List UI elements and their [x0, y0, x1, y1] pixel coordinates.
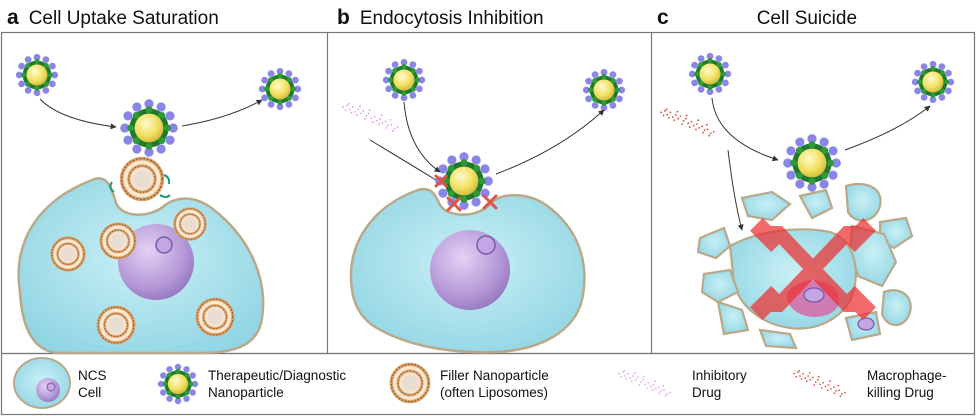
blocked-receptor-crosses-b [434, 174, 498, 212]
nanoparticle-c1 [688, 52, 732, 96]
legend-filler-line1: Filler Nanoparticle [440, 368, 549, 383]
panel-c-title-text: Cell Suicide [756, 8, 858, 29]
liposome-a1 [50, 236, 86, 272]
panel-a-letter: a [7, 6, 19, 29]
nanoparticle-b2 [435, 152, 493, 210]
macrophage-drug-cloud-c [660, 108, 715, 137]
legend-inhibitory-drug-icon [618, 370, 671, 398]
nanoparticle-c2 [783, 134, 841, 192]
arrow-a1 [39, 98, 117, 130]
liposome-a3 [173, 207, 207, 241]
panel-c-title: c Cell Suicide [657, 6, 857, 30]
liposome-a2 [99, 222, 137, 260]
panel-c-illustration [660, 52, 955, 350]
liposome-a5 [195, 297, 235, 337]
nucleus-fragment-c [857, 317, 875, 331]
panel-c-letter: c [657, 6, 669, 29]
legend-killing-drug-icon [793, 370, 846, 398]
legend-np-line2: Nanoparticle [208, 385, 284, 400]
panel-b-letter: b [337, 6, 350, 29]
nanoparticle-c3 [911, 60, 955, 104]
panel-b-title-text: Endocytosis Inhibition [359, 8, 544, 29]
liposome-docked-a [119, 156, 165, 202]
nucleolus-b [476, 235, 496, 255]
nucleus-b [430, 230, 510, 310]
arrow-c2 [844, 105, 931, 151]
panel-a-illustration [15, 53, 302, 355]
legend-macrophage-line1: Macrophage- [867, 368, 947, 383]
arrow-a2 [181, 99, 263, 127]
legend-frame [0, 352, 976, 416]
legend-inhibitory-line2: Drug [692, 385, 722, 400]
arrow-b2 [495, 109, 605, 175]
legend-np-line1: Therapeutic/Diagnostic [208, 368, 347, 383]
nanoparticle-a2 [120, 99, 178, 157]
inhibitory-drug-cloud-b [342, 102, 399, 132]
arrow-b-drug [369, 139, 437, 181]
nucleolus-c [803, 287, 825, 303]
legend-ncs-line1: NCS [78, 368, 107, 383]
arrow-c1 [711, 97, 779, 162]
liposome-a4 [96, 305, 136, 345]
nanoparticle-b3 [582, 68, 626, 112]
nanoparticle-b1 [382, 58, 426, 102]
legend-inhibitory-line1: Inhibitory [692, 368, 747, 383]
cross-icon [750, 218, 876, 320]
nucleus-a [118, 224, 194, 300]
panel-b-title: b Endocytosis Inhibition [337, 6, 544, 30]
legend-ncs-line2: Cell [78, 385, 102, 400]
nanoparticle-a3 [258, 67, 302, 111]
panel-b-illustration [342, 58, 626, 354]
receptor-marks-a [109, 174, 171, 198]
legend-macrophage-label: Macrophage- killing Drug [867, 367, 947, 401]
legend-nanoparticle-icon [157, 363, 199, 405]
legend-inhibitory-label: Inhibitory Drug [692, 367, 747, 401]
arrow-c-drug [727, 149, 744, 231]
nanoparticle-a1 [15, 53, 59, 97]
panel-a-title-text: Cell Uptake Saturation [28, 8, 219, 29]
legend-filler-line2: (often Liposomes) [440, 385, 549, 400]
legend-ncs-cell-label: NCS Cell [78, 367, 107, 401]
legend-macrophage-line2: killing Drug [867, 385, 934, 400]
nucleolus-a [155, 236, 173, 254]
arrow-b1 [403, 101, 441, 173]
legend-ncs-cell-icon [13, 357, 71, 409]
legend-filler-label: Filler Nanoparticle (often Liposomes) [440, 367, 549, 401]
legend-nanoparticle-label: Therapeutic/Diagnostic Nanoparticle [208, 367, 346, 401]
panel-a-title: a Cell Uptake Saturation [7, 6, 219, 30]
legend-liposome-icon [389, 362, 431, 404]
